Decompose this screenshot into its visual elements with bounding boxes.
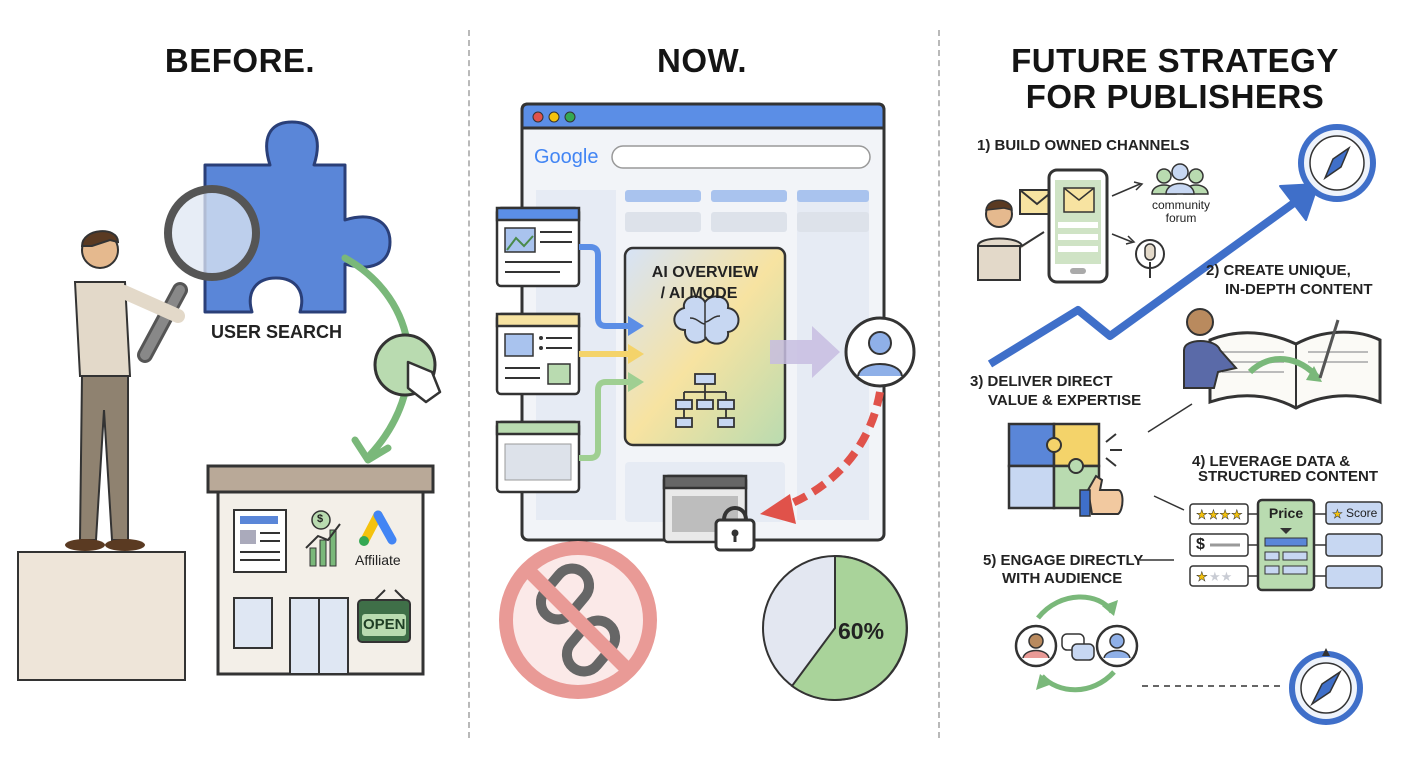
future-title-line1: FUTURE STRATEGY [1011,42,1339,79]
score-label: Score [1346,506,1378,520]
brain-icon [673,295,740,345]
arrow-to-user [770,326,840,378]
arrow-blue [579,244,632,329]
step5-label-line1: 5) ENGAGE DIRECTLY [983,552,1144,569]
chat-icon [1061,633,1095,661]
community-icon [1151,163,1209,195]
growth-dollar-symbol: $ [317,513,324,525]
svg-text:★★: ★★ [1209,569,1232,584]
arrow-green [579,379,632,461]
pie-chart-icon [762,554,908,701]
svg-text:★★★★: ★★★★ [1196,507,1243,522]
step4-label-line1: 4) LEVERAGE DATA & [1192,453,1351,470]
price-dollar-symbol: $ [1196,536,1205,553]
book-icon [1208,319,1382,410]
svg-text:★: ★ [1332,507,1343,521]
phone-icon [1047,168,1109,284]
star-rating-icon: ★★★★ [1196,507,1243,523]
engagement-cycle [1014,594,1139,693]
shop-window-left [233,597,273,649]
newspaper-icon [233,509,287,573]
reader-person [1183,308,1238,389]
step2-label-line1: 2) CREATE UNIQUE, [1206,262,1351,279]
future-illustration: ★★★★ ★ ★★ ★ [977,124,1383,725]
user-search-label: USER SEARCH [211,322,343,342]
compass-icon-bottom [1289,648,1363,725]
future-title-line2: FOR PUBLISHERS [1025,78,1325,115]
person-searching [65,230,185,551]
puzzle-thumbs-up-icon [1007,422,1124,517]
pie-value-label: 60% [838,618,885,644]
ai-overview-line2: / AI MODE [660,285,738,302]
community-label-line2: forum [1165,211,1197,225]
community-label-line1: community [1151,198,1210,212]
person-owned-channels [977,199,1045,281]
source-card-3 [495,420,581,494]
step1-label: 1) BUILD OWNED CHANNELS [977,137,1190,154]
step3-label-line1: 3) DELIVER DIRECT [970,373,1113,390]
svg-text:★: ★ [1196,569,1208,584]
microphone-icon [1135,239,1165,278]
user-icon [844,316,916,388]
now-illustration [495,102,916,701]
hierarchy-icon [675,373,735,428]
puzzle-icon [203,120,392,314]
compass-icon [1298,124,1376,202]
red-dashed-arrow [778,391,884,512]
before-title: BEFORE. [164,42,316,79]
growth-chart-icon [305,510,341,567]
ai-overview-line1: AI OVERVIEW [651,264,759,281]
magnifier-icon [137,185,260,363]
before-illustration [17,120,442,681]
ads-logo-icon [359,510,397,546]
divider-left [468,30,470,738]
divider-right [938,30,940,738]
step3-label-line2: VALUE & EXPERTISE [988,392,1142,409]
search-engine-logo: Google [534,146,599,168]
price-label: Price [1268,505,1304,521]
open-sign-text: OPEN [363,616,406,633]
source-card-1 [495,206,581,288]
broken-link-icon [499,541,657,699]
step4-label-line2: STRUCTURED CONTENT [1198,468,1378,485]
open-sign-icon [357,589,411,643]
source-card-2 [495,312,581,396]
structured-data-diagram: ★★★★ ★ ★★ ★ [1189,498,1383,592]
now-title: NOW. [657,42,747,79]
click-hand-icon [373,333,442,404]
growth-arrow [987,196,1301,368]
step2-label-line2: IN-DEPTH CONTENT [1225,281,1373,298]
affiliate-label: Affiliate [355,552,401,568]
lock-icon [662,474,756,552]
search-bar [611,145,871,169]
platform [17,551,186,681]
step5-label-line2: WITH AUDIENCE [1002,570,1123,587]
storefront-icon [206,464,435,676]
